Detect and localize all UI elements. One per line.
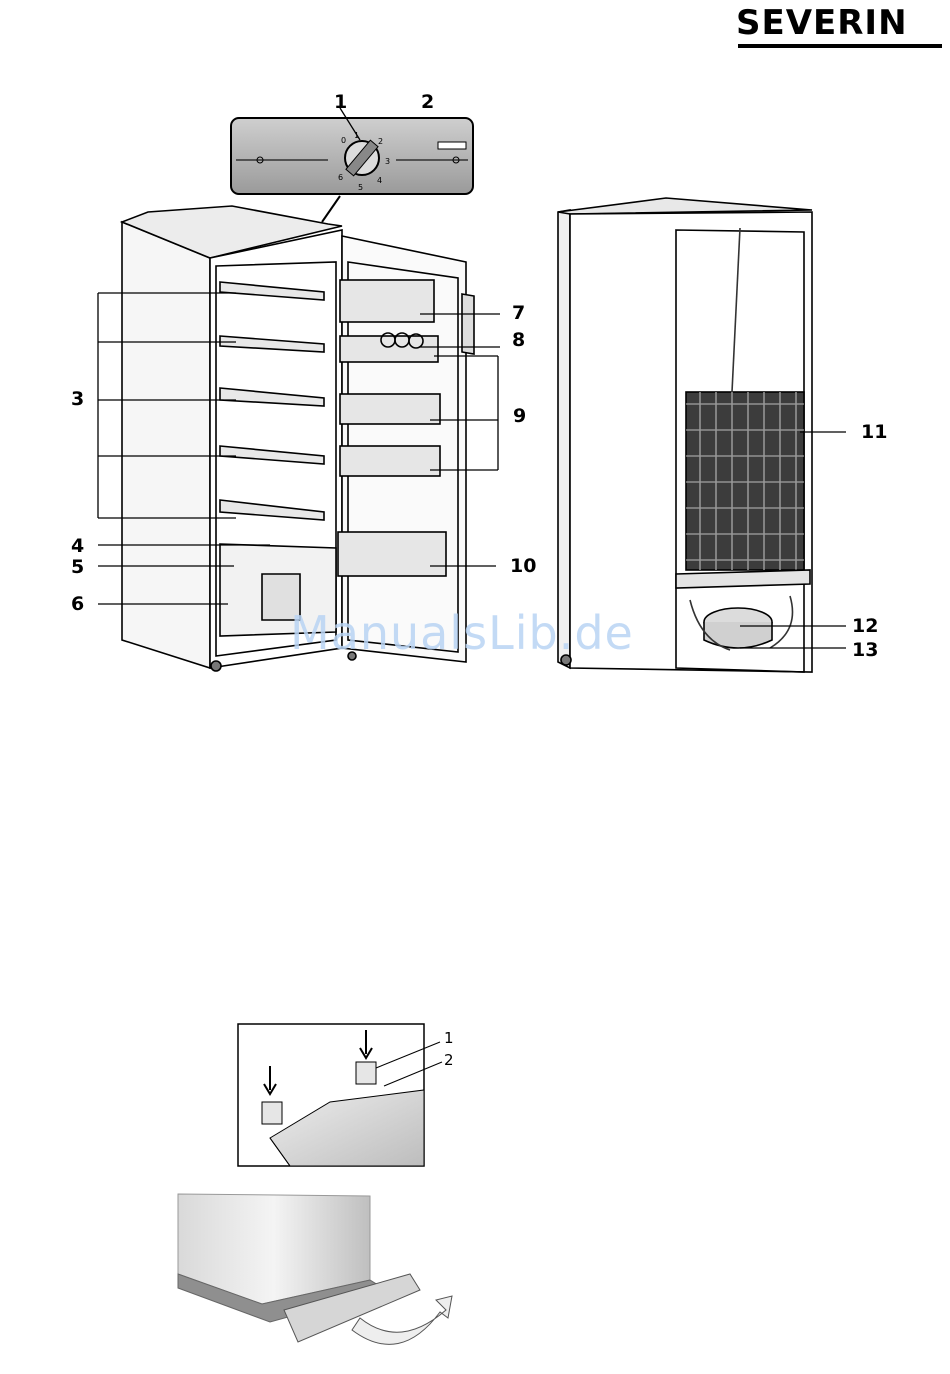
label-11: 11 xyxy=(861,422,887,442)
caps-mounting-inset xyxy=(238,1024,442,1166)
label-6: 6 xyxy=(71,594,84,614)
dial-mark-3: 3 xyxy=(385,154,390,170)
label-4: 4 xyxy=(71,536,84,556)
watermark: ManualsLib.de xyxy=(290,606,634,660)
label-13: 13 xyxy=(852,640,878,660)
dial-mark-5: 5 xyxy=(358,180,363,196)
plinth-removal-illustration xyxy=(178,1194,452,1344)
caps-label-1: 1 xyxy=(444,1030,454,1046)
fridge-back-view xyxy=(558,198,812,672)
label-5: 5 xyxy=(71,557,84,577)
label-2: 2 xyxy=(421,92,434,112)
label-9: 9 xyxy=(513,406,526,426)
control-panel-inset xyxy=(231,118,473,222)
dial-mark-1: 1 xyxy=(354,128,359,144)
label-12: 12 xyxy=(852,616,878,636)
dial-mark-6: 6 xyxy=(338,170,343,186)
dial-mark-0: 0 xyxy=(341,133,346,149)
dial-mark-2: 2 xyxy=(378,134,383,150)
label-7: 7 xyxy=(512,303,525,323)
label-8: 8 xyxy=(512,330,525,350)
dial-mark-4: 4 xyxy=(377,173,382,189)
fridge-front-view xyxy=(122,206,474,671)
label-1: 1 xyxy=(334,92,347,112)
label-10: 10 xyxy=(510,556,536,576)
label-3: 3 xyxy=(71,389,84,409)
caps-label-2: 2 xyxy=(444,1052,454,1068)
